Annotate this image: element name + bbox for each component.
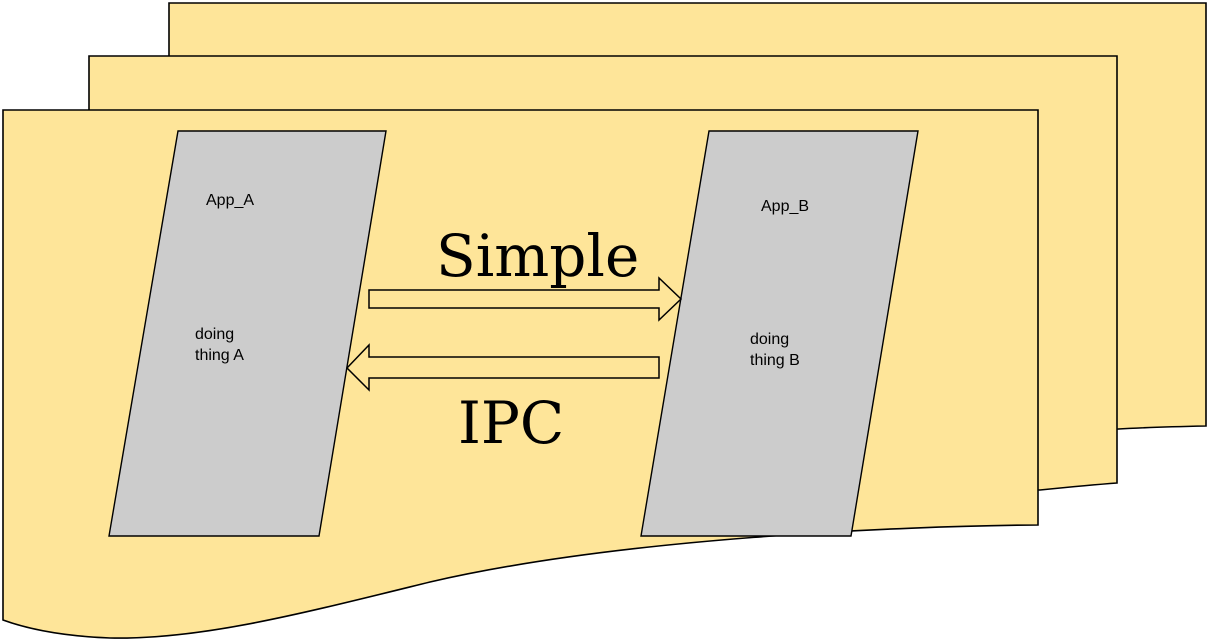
app-b-task-line2: thing B [750, 352, 800, 369]
connection-label-bottom: IPC [458, 389, 564, 457]
app-a-task-line2: thing A [195, 347, 244, 364]
app-b-name: App_B [761, 198, 809, 215]
arrow-a-to-b [368, 276, 683, 322]
app-a-name: App_A [206, 192, 254, 209]
connection-label-top: Simple [436, 222, 639, 290]
app-b-task-line1: doing [750, 331, 789, 348]
arrow-b-to-a [345, 343, 660, 392]
app-b-box [640, 130, 919, 537]
app-a-box [108, 130, 387, 537]
app-a-task-line1: doing [195, 326, 234, 343]
